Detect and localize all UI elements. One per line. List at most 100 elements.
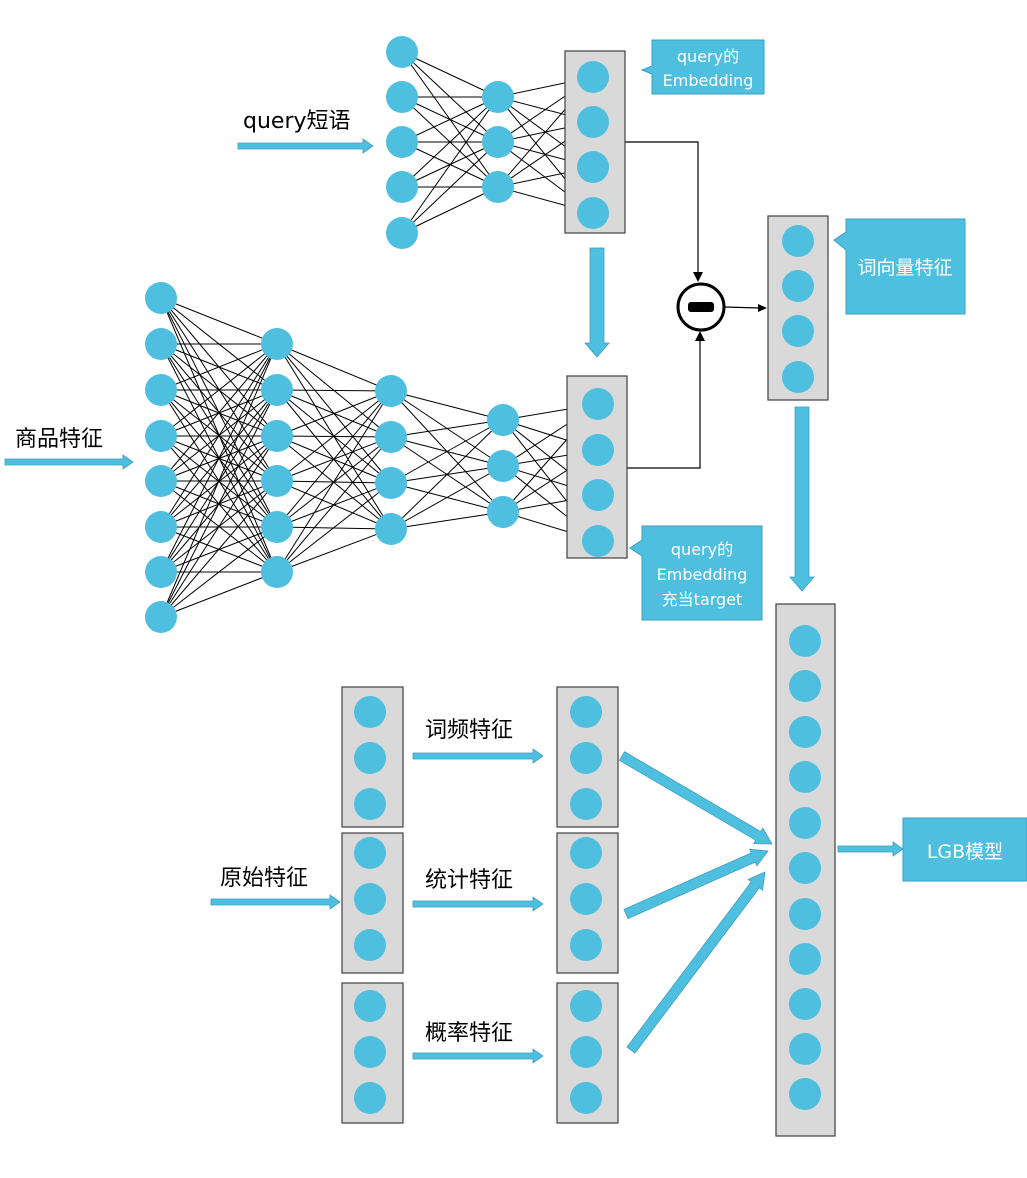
- neuron: [261, 556, 293, 588]
- neuron: [145, 328, 177, 360]
- neuron: [582, 479, 614, 511]
- neuron: [145, 465, 177, 497]
- neuron: [482, 81, 514, 113]
- connection-line: [160, 526, 278, 618]
- neuron: [570, 742, 602, 774]
- connection-line: [390, 465, 504, 530]
- neuron: [386, 36, 418, 68]
- right-arrow: [837, 841, 904, 857]
- connection-line: [390, 419, 504, 438]
- neuron: [789, 807, 821, 839]
- neuron: [354, 837, 386, 869]
- neuron: [375, 513, 407, 545]
- connection-line: [276, 390, 392, 482]
- neuron: [145, 556, 177, 588]
- neuron: [145, 601, 177, 633]
- product-features-label: 商品特征: [15, 427, 103, 452]
- connection-line: [276, 528, 392, 573]
- lgb-model-box: LGB模型: [902, 817, 1027, 882]
- neuron: [261, 328, 293, 360]
- arrow-head: [695, 331, 705, 341]
- neuron: [354, 1036, 386, 1068]
- neuron: [782, 315, 814, 347]
- probability-features-label: 概率特征: [425, 1021, 513, 1046]
- neuron: [570, 696, 602, 728]
- callout-line: Embedding: [657, 565, 748, 584]
- connection-line: [276, 482, 392, 573]
- right-arrow: [210, 894, 341, 910]
- neuron: [577, 61, 609, 93]
- neuron: [261, 511, 293, 543]
- connection-line: [276, 390, 392, 437]
- neuron: [782, 270, 814, 302]
- neuron: [789, 943, 821, 975]
- connection-line: [390, 511, 504, 530]
- connection-line: [390, 419, 504, 530]
- callout-line: LGB模型: [927, 841, 1003, 863]
- neuron: [145, 374, 177, 406]
- neuron: [261, 465, 293, 497]
- neuron: [354, 929, 386, 961]
- connection-line: [160, 571, 278, 618]
- neuron: [577, 106, 609, 138]
- term-frequency-label: 词频特征: [425, 718, 513, 743]
- connection-line: [160, 297, 278, 345]
- neuron: [145, 420, 177, 452]
- diagonal-arrow: [618, 751, 773, 845]
- neuron: [789, 761, 821, 793]
- connection-line: [276, 390, 392, 573]
- connection-line: [160, 343, 278, 437]
- neuron: [145, 282, 177, 314]
- neuron: [487, 404, 519, 436]
- neuron: [375, 421, 407, 453]
- neuron: [487, 496, 519, 528]
- connection-line: [160, 343, 278, 482]
- neuron: [789, 988, 821, 1020]
- target-callout: query的 Embedding 充当target: [629, 525, 763, 621]
- connection-line: [390, 419, 504, 484]
- right-arrow: [4, 454, 134, 470]
- neuron: [782, 361, 814, 393]
- neuron: [782, 225, 814, 257]
- connection-line: [401, 51, 499, 98]
- neuron: [354, 990, 386, 1022]
- neuron: [354, 742, 386, 774]
- neuron: [375, 467, 407, 499]
- connection-line: [160, 389, 278, 618]
- callout-line: 充当target: [662, 590, 743, 609]
- diagonal-arrow: [626, 871, 766, 1054]
- connection-line: [160, 343, 278, 573]
- neuron: [570, 1036, 602, 1068]
- down-arrow: [789, 406, 815, 592]
- neuron: [582, 434, 614, 466]
- right-arrow: [237, 138, 374, 154]
- right-arrow: [412, 748, 544, 764]
- neuron: [482, 126, 514, 158]
- neuron: [386, 126, 418, 158]
- connection-line: [401, 96, 499, 143]
- neuron: [570, 837, 602, 869]
- neuron: [386, 217, 418, 249]
- neuron: [570, 788, 602, 820]
- connection-line: [401, 186, 499, 234]
- neuron: [487, 450, 519, 482]
- neuron: [789, 716, 821, 748]
- neuron: [789, 625, 821, 657]
- neuron: [582, 388, 614, 420]
- right-arrow: [412, 896, 544, 912]
- neuron: [354, 1082, 386, 1114]
- neuron: [145, 511, 177, 543]
- connection-line: [160, 480, 278, 618]
- connection-line: [160, 343, 278, 618]
- neuron: [570, 883, 602, 915]
- raw-features-label: 原始特征: [220, 866, 308, 891]
- neuron: [789, 1033, 821, 1065]
- word-vector-callout: 词向量特征: [833, 218, 966, 315]
- callout-line: Embedding: [663, 71, 754, 90]
- neuron: [577, 151, 609, 183]
- diagonal-arrow: [623, 848, 769, 920]
- neuron: [354, 788, 386, 820]
- neuron: [789, 852, 821, 884]
- connector-line: [625, 141, 699, 275]
